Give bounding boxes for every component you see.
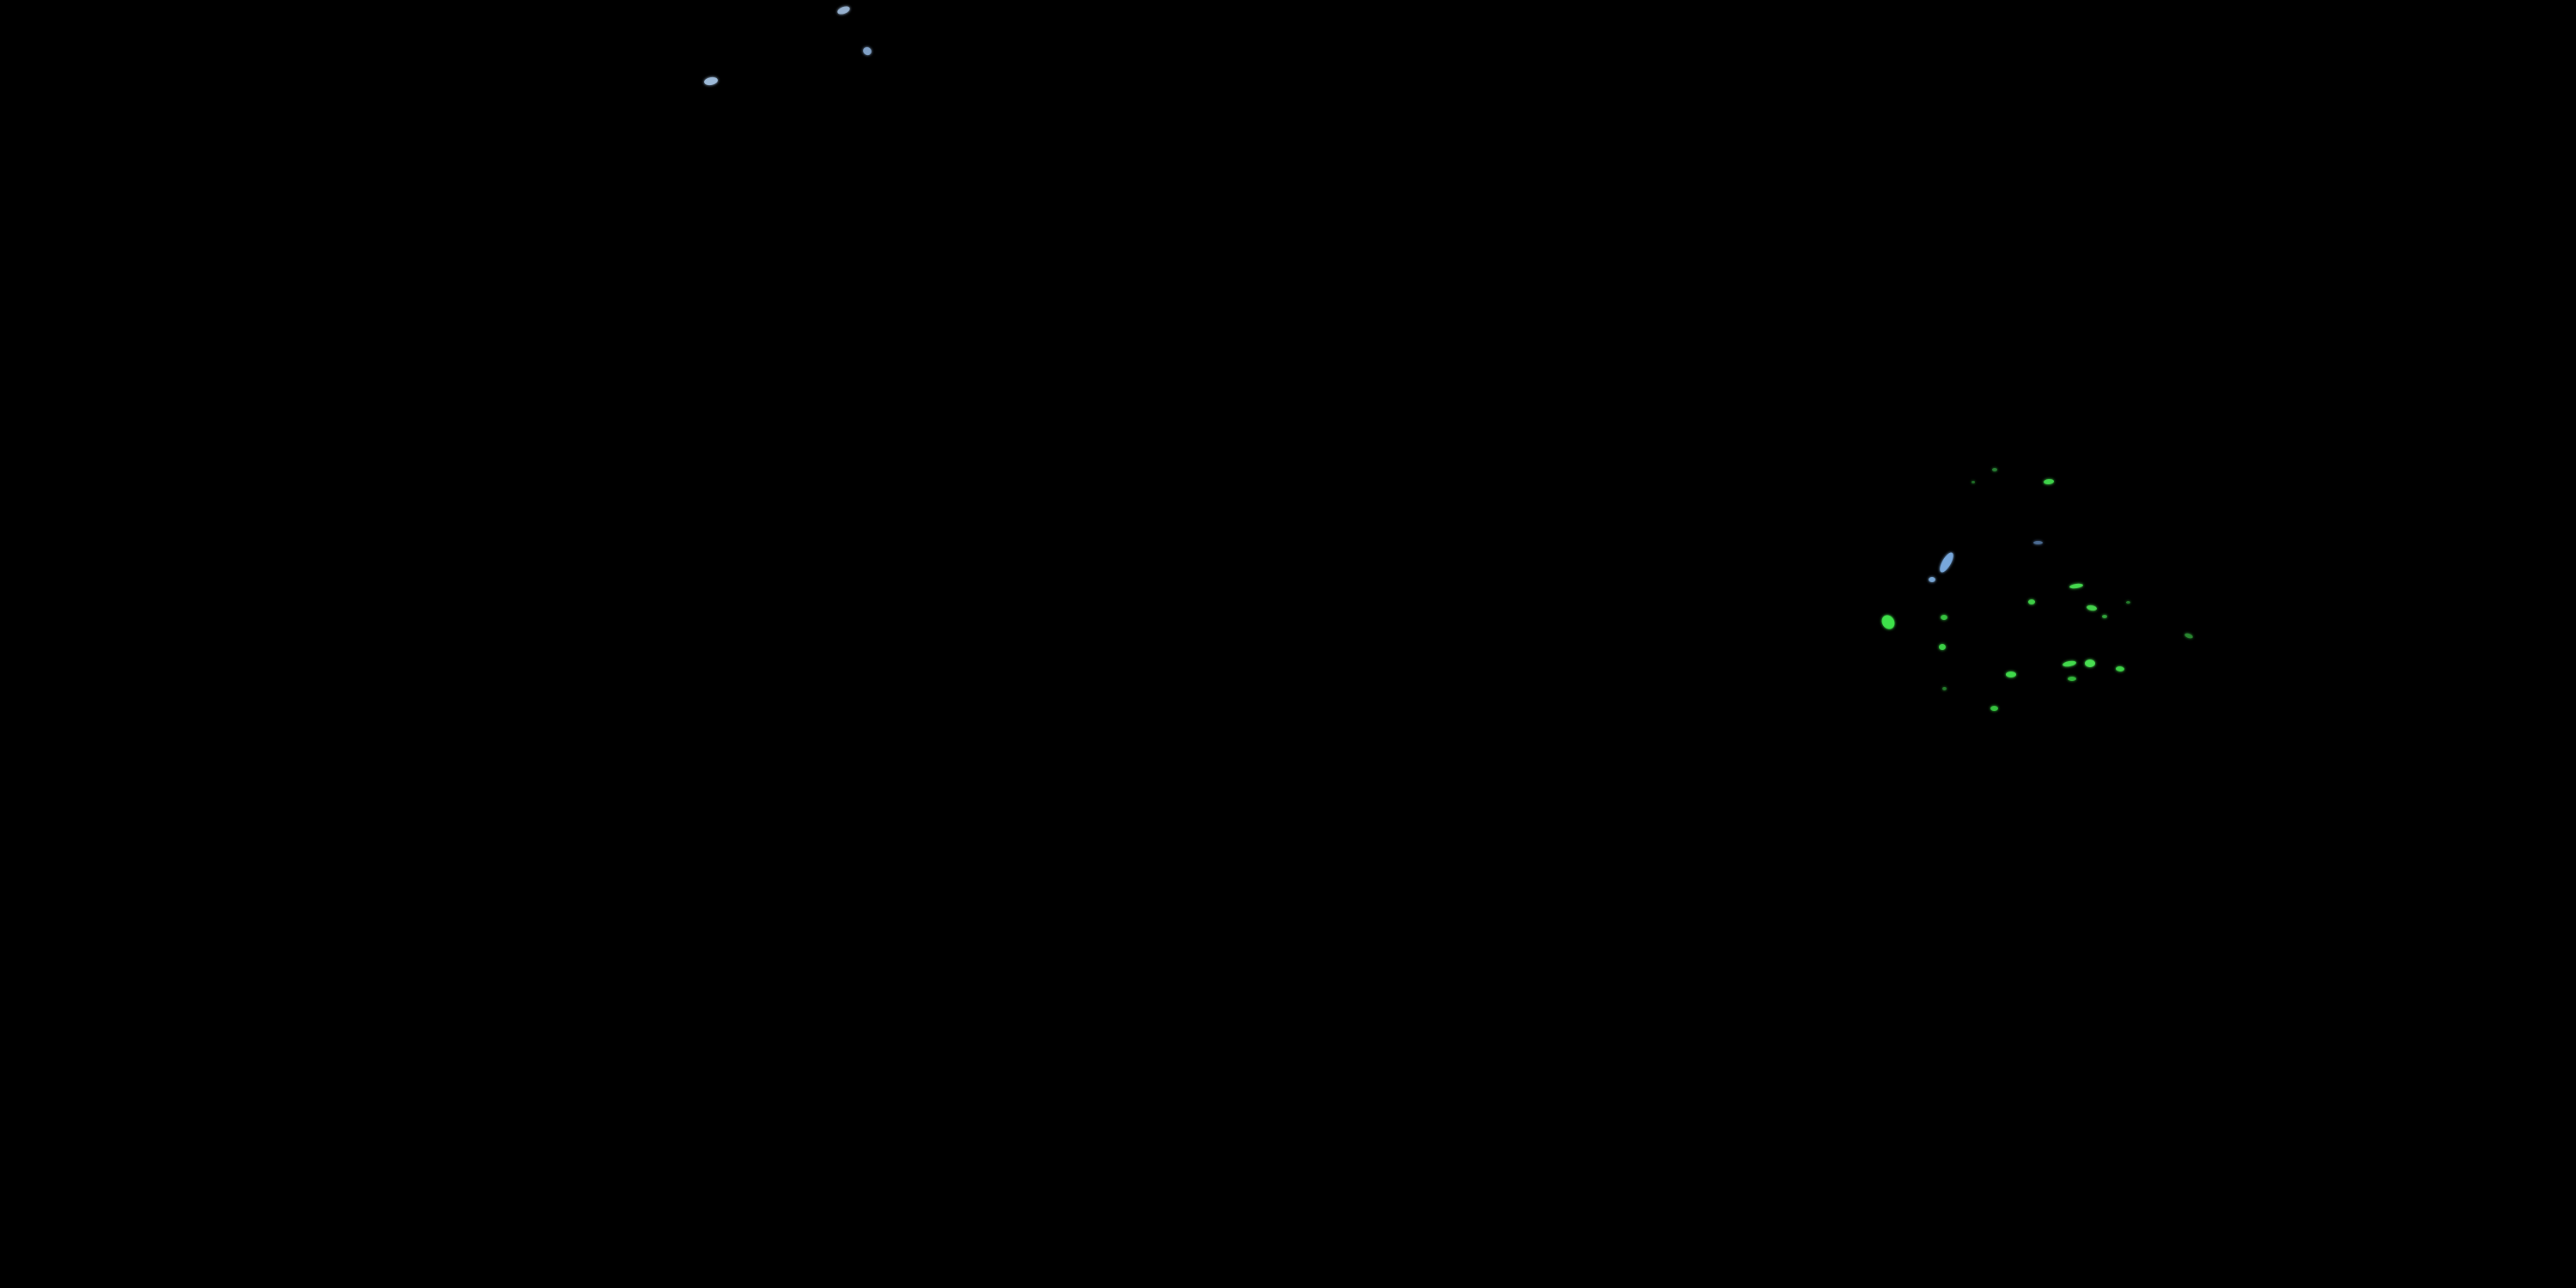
- green-fleck: [1941, 615, 1947, 620]
- green-fleck: [1990, 706, 1998, 711]
- green-fleck: [1971, 481, 1975, 483]
- green-fleck: [2069, 582, 2084, 590]
- green-fleck: [2086, 605, 2098, 611]
- green-fleck: [1992, 468, 1997, 471]
- pale-blue-fleck: [2033, 541, 2043, 544]
- green-fleck: [2184, 632, 2194, 640]
- pale-blue-fleck: [703, 76, 719, 87]
- green-fleck: [2006, 671, 2016, 677]
- pale-blue-fleck: [861, 46, 873, 57]
- green-fleck: [2115, 665, 2125, 672]
- green-fleck: [2102, 615, 2107, 618]
- green-fleck: [2028, 599, 2035, 605]
- green-fleck: [2062, 659, 2077, 668]
- green-fleck: [2068, 677, 2076, 681]
- green-fleck: [2043, 478, 2055, 485]
- green-fleck: [1939, 644, 1946, 650]
- green-blob: [2085, 659, 2095, 667]
- pale-blue-fleck: [1929, 577, 1935, 582]
- green-fleck: [1942, 687, 1947, 690]
- pale-blue-streak: [1937, 550, 1956, 574]
- green-fleck: [2126, 601, 2130, 604]
- pale-blue-fleck: [836, 4, 851, 16]
- green-blob: [1879, 612, 1898, 632]
